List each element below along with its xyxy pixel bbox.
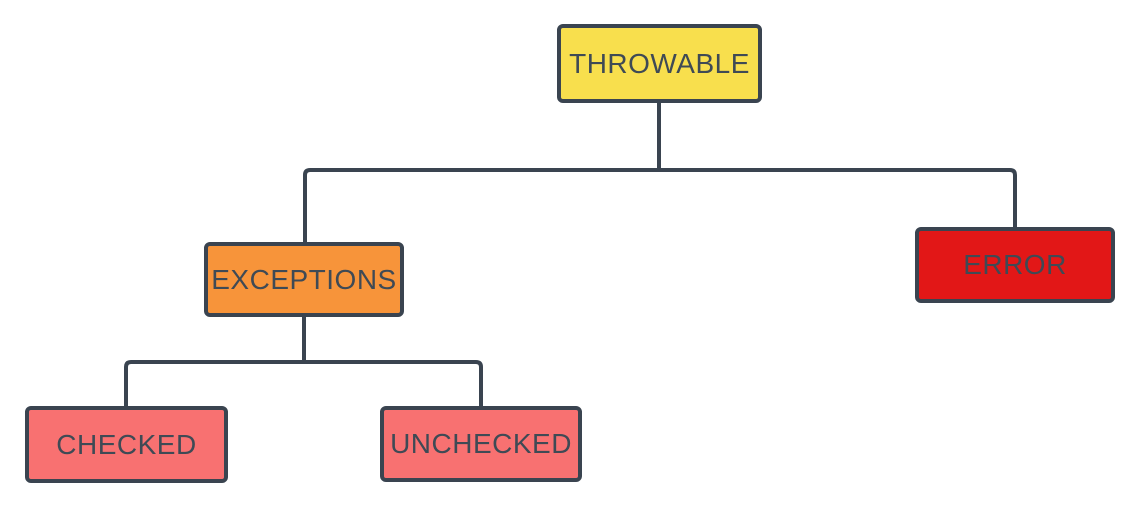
edge-throwable-children [303,168,1017,242]
node-checked-label: CHECKED [56,428,197,460]
node-throwable: THROWABLE [557,24,762,103]
node-exceptions: EXCEPTIONS [204,242,404,317]
node-checked: CHECKED [25,406,228,483]
node-error: ERROR [915,227,1115,303]
edge-exceptions-children [124,360,483,406]
node-unchecked-label: UNCHECKED [390,428,572,459]
node-unchecked: UNCHECKED [380,406,582,482]
node-exceptions-label: EXCEPTIONS [211,263,397,295]
node-throwable-label: THROWABLE [569,47,750,79]
node-error-label: ERROR [963,249,1067,280]
